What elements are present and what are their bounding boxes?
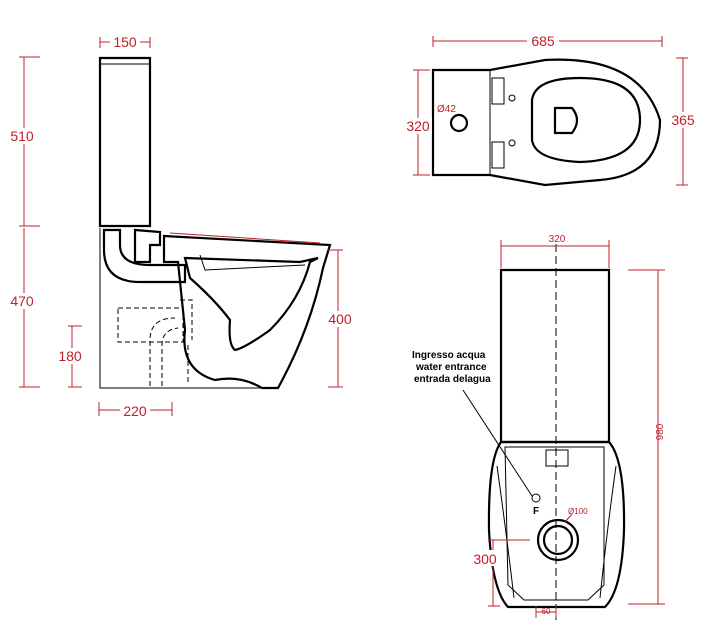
side-dim-400-label: 400	[328, 311, 352, 327]
front-tank	[499, 268, 611, 444]
top-dim-685-label: 685	[531, 33, 555, 49]
top-seat-hole	[553, 106, 579, 135]
side-dim-470-label: 470	[10, 293, 34, 309]
top-bowl	[530, 76, 642, 164]
front-view: F Ø100 Ingresso acqua water entrance ent…	[412, 232, 666, 620]
side-dim-150: 150	[99, 34, 151, 50]
front-dim-980: 980	[628, 269, 666, 605]
top-dim-320-label: 320	[406, 118, 430, 134]
side-dim-180: 180	[56, 325, 86, 388]
side-rim-line	[169, 232, 321, 244]
side-dim-220-label: 220	[123, 403, 147, 419]
side-dim-510-label: 510	[10, 128, 34, 144]
side-outlet-pipe	[149, 299, 193, 386]
side-trap	[102, 228, 187, 284]
front-dim-60-label: 60	[542, 607, 551, 616]
side-base	[99, 228, 276, 389]
top-bolt-2	[508, 139, 516, 147]
side-dim-180-label: 180	[58, 348, 82, 364]
inlet-label-line3: entrada delagua	[414, 374, 491, 385]
front-dim-outlet-label: Ø100	[568, 507, 588, 516]
inlet-label-line2: water entrance	[415, 362, 487, 373]
side-dim-470: 470	[6, 228, 40, 388]
front-inlet-hole	[531, 493, 541, 503]
front-dim-980-label: 980	[655, 423, 666, 440]
top-dim-hole-label: Ø42	[437, 104, 456, 115]
front-outlet-outer	[536, 518, 580, 562]
top-hinge-1	[491, 77, 505, 105]
front-bowl-inner	[504, 446, 605, 601]
top-outline	[431, 58, 662, 187]
side-dim-220: 220	[98, 402, 173, 419]
front-dim-320-label: 320	[549, 234, 566, 245]
front-dim-300-label: 300	[473, 551, 497, 567]
front-bowl	[487, 440, 626, 609]
side-rim	[199, 254, 306, 271]
front-tank-button	[545, 449, 569, 467]
side-bowl-outer	[162, 234, 332, 390]
side-view: 150 510 470 180 400	[6, 34, 354, 419]
top-view: Ø42 685 320 365	[404, 33, 698, 187]
top-hinge-2	[491, 141, 505, 169]
inlet-label-line1: Ingresso acqua	[412, 350, 486, 361]
inlet-leader-line	[462, 389, 533, 497]
top-bolt-1	[508, 94, 516, 102]
front-dim-320: 320	[500, 232, 610, 268]
front-inlet-marker: F	[533, 506, 539, 517]
top-inlet-hole	[449, 113, 469, 133]
front-dim-300: 300	[472, 539, 530, 607]
side-bowl-inner	[183, 256, 319, 352]
side-dim-510: 510	[6, 56, 40, 227]
top-dim-320: 320	[404, 69, 432, 176]
side-dim-150-label: 150	[113, 34, 137, 50]
side-tank	[98, 56, 152, 228]
side-tank-foot	[133, 228, 162, 264]
top-dim-365-label: 365	[671, 112, 695, 128]
front-outlet-inner	[542, 524, 574, 556]
front-dim-60: 60	[535, 606, 557, 618]
top-dim-685: 685	[432, 33, 663, 49]
top-dim-365: 365	[668, 57, 698, 186]
side-dim-400: 400	[326, 249, 354, 388]
front-outlet-leader	[564, 513, 573, 523]
front-bowl-edges	[496, 465, 617, 599]
